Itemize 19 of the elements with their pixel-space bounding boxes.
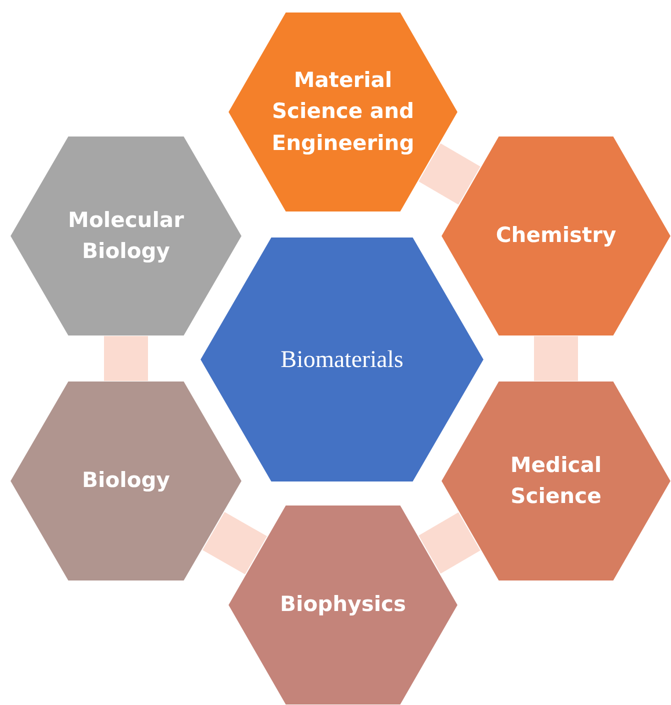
connector-band bbox=[418, 143, 481, 205]
hexagon-node bbox=[441, 136, 671, 336]
node-label: Molecular Biology bbox=[67, 206, 185, 265]
connector-band bbox=[202, 512, 268, 575]
hexagon-node bbox=[228, 505, 458, 705]
node-label: Biomaterials bbox=[280, 346, 404, 374]
node-label: Biophysics bbox=[280, 591, 406, 618]
node-label: Chemistry bbox=[496, 222, 616, 250]
node-label: Medical Science bbox=[509, 452, 603, 510]
hexagon-node bbox=[200, 237, 484, 482]
hexagon-node bbox=[441, 381, 671, 581]
connector-band bbox=[534, 336, 578, 381]
connector-band bbox=[104, 336, 148, 381]
hexagon-node bbox=[10, 381, 242, 581]
hexagon-node bbox=[10, 136, 242, 336]
connector-band bbox=[418, 512, 481, 574]
hexagon-node bbox=[228, 12, 458, 212]
node-label: Biology bbox=[82, 467, 170, 494]
node-label: Material Science and Engineering bbox=[270, 66, 416, 157]
